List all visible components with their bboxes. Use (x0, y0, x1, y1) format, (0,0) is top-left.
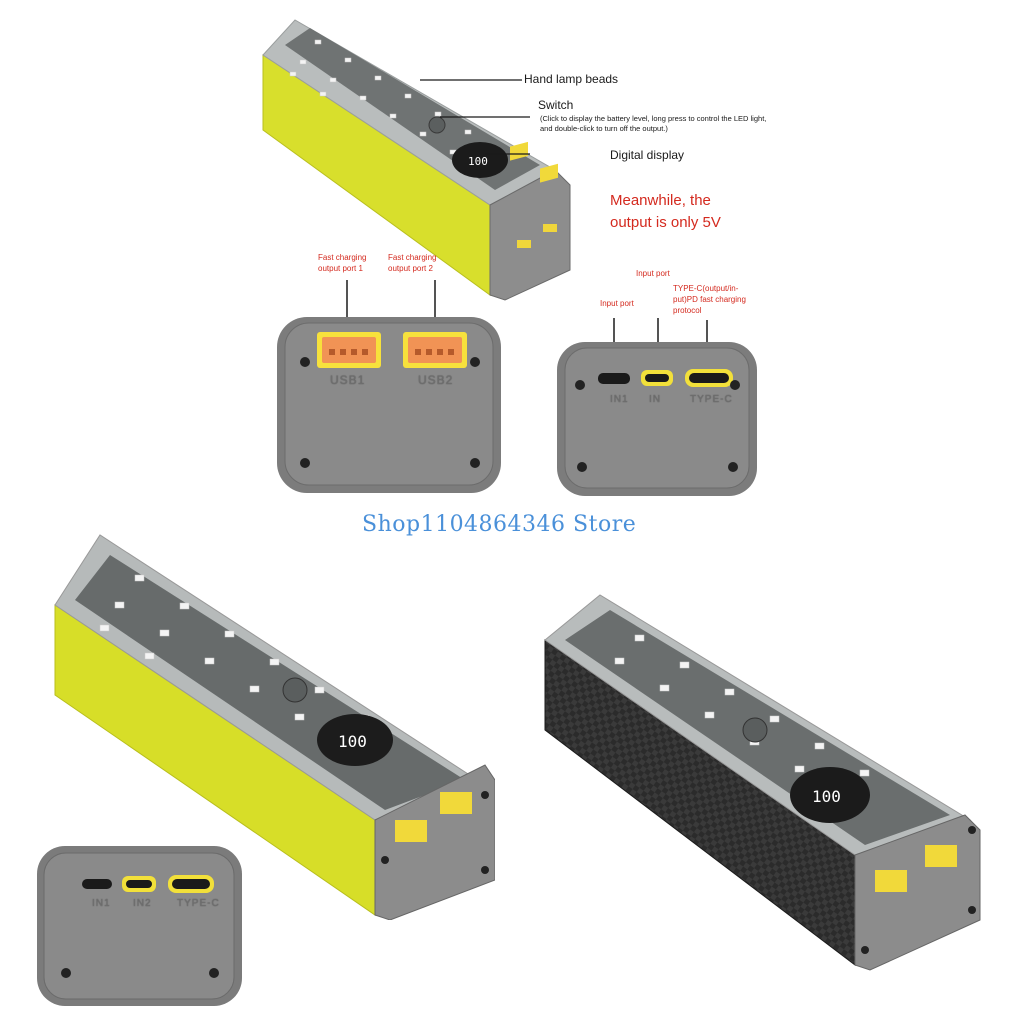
digital-display-label: Digital display (610, 148, 685, 162)
usb1-label: USB1 (330, 373, 366, 387)
lamp-beads-label: Hand lamp beads (524, 72, 619, 86)
br-display-digits: 100 (812, 787, 841, 806)
top-powerbank-image: 100 (262, 19, 571, 301)
small-typec-label: TYPE-C (177, 898, 220, 909)
in1-label: IN1 (610, 394, 629, 405)
small-in1-label: IN1 (92, 898, 111, 909)
usb2-label: USB2 (418, 373, 454, 387)
in2-label: IN (649, 394, 661, 405)
typec-label: TYPE-C (690, 394, 733, 405)
output-5v-note: Meanwhile, the output is only 5V (610, 192, 721, 231)
store-watermark: Shop1104864346 Store (362, 512, 637, 537)
input-port-caption-b: Input port (636, 269, 670, 278)
bottom-right-carbon-powerbank-image: 100 (544, 594, 981, 971)
output-endcap (277, 280, 501, 493)
switch-detail: (Click to display the battery level, lon… (540, 114, 767, 133)
input-port-caption-a: Input port (600, 299, 634, 308)
small-in2-label: IN2 (133, 898, 152, 909)
callout-lines (420, 79, 530, 155)
typec-caption: TYPE-C(output/in-put)PD fast charging pr… (673, 284, 746, 315)
top-display-digits: 100 (468, 155, 488, 168)
bl-display-digits: 100 (338, 732, 367, 751)
bottom-left-powerbank-image: 100 (54, 534, 495, 920)
input-endcap (557, 318, 757, 496)
small-input-endcap (37, 846, 242, 1006)
port1-caption: Fast charging output port 1 (318, 253, 367, 273)
switch-label: Switch (538, 98, 574, 112)
port2-caption: Fast charging output port 2 (388, 253, 437, 273)
